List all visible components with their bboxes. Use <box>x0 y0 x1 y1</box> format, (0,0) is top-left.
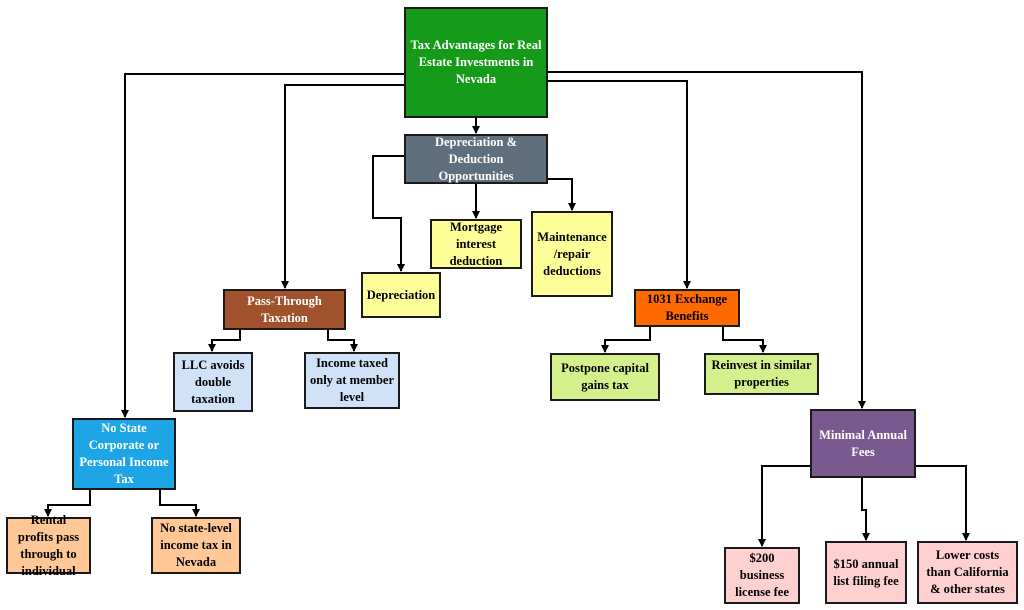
income-member-node: Income taxed only at member level <box>304 352 400 409</box>
annual-fees-label: Minimal Annual Fees <box>819 427 907 459</box>
reinvest-label: Reinvest in similar properties <box>711 358 812 389</box>
income-member-label: Income taxed only at member level <box>310 356 395 404</box>
edge-root-pass-through <box>281 84 404 289</box>
root-node: Tax Advantages for Real Estate Investmen… <box>404 7 548 118</box>
postpone-gains-node: Postpone capital gains tax <box>550 353 660 401</box>
llc-avoids-label: LLC avoids double taxation <box>181 357 245 406</box>
business-license-node: $200 business license fee <box>724 547 800 604</box>
edge-dd-depreciation <box>372 155 405 272</box>
edge-dd-maintenance <box>548 178 576 211</box>
edge-pt-income <box>327 330 358 352</box>
postpone-gains-label: Postpone capital gains tax <box>561 361 649 392</box>
edge-1031-postpone <box>601 327 651 353</box>
pass-through-node: Pass-Through Taxation <box>223 289 346 330</box>
no-state-tax-label: No State Corporate or Personal Income Ta… <box>79 421 169 486</box>
depreciation-deduction-label: Depreciation & Deduction Opportunities <box>434 134 518 183</box>
edge-root-annual-fees <box>548 71 866 409</box>
edge-nst-rental <box>44 490 91 517</box>
business-license-label: $200 business license fee <box>735 551 789 599</box>
edge-pt-llc <box>208 330 241 352</box>
rental-profits-label: Rental profits pass through to individua… <box>17 512 80 578</box>
llc-avoids-node: LLC avoids double taxation <box>173 352 253 412</box>
lower-costs-label: Lower costs than California & other stat… <box>926 548 1009 596</box>
root-node-label: Tax Advantages for Real Estate Investmen… <box>410 38 542 86</box>
no-state-tax-node: No State Corporate or Personal Income Ta… <box>72 418 176 490</box>
edge-root-no-state-tax <box>121 73 404 418</box>
mortgage-interest-node: Mortgage interest deduction <box>430 219 522 269</box>
maintenance-repair-node: Maintenance /repair deductions <box>531 211 613 297</box>
no-state-level-label: No state-level income tax in Nevada <box>160 521 232 569</box>
pass-through-label: Pass-Through Taxation <box>247 293 322 325</box>
annual-list-node: $150 annual list filing fee <box>825 541 907 604</box>
exchange-1031-node: 1031 Exchange Benefits <box>634 289 740 327</box>
lower-costs-node: Lower costs than California & other stat… <box>917 541 1018 604</box>
edge-1031-reinvest <box>722 327 767 353</box>
depreciation-deduction-node: Depreciation & Deduction Opportunities <box>404 134 548 184</box>
annual-list-label: $150 annual list filing fee <box>833 556 899 588</box>
mortgage-interest-label: Mortgage interest deduction <box>449 219 503 268</box>
edge-fees-business <box>758 465 810 547</box>
edge-fees-annual <box>861 478 870 541</box>
depreciation-node: Depreciation <box>361 272 441 318</box>
depreciation-label: Depreciation <box>366 287 436 302</box>
edge-fees-lower <box>916 465 970 541</box>
reinvest-node: Reinvest in similar properties <box>704 353 819 395</box>
maintenance-repair-label: Maintenance /repair deductions <box>537 229 607 278</box>
edge-nst-nostate <box>159 490 200 517</box>
rental-profits-node: Rental profits pass through to individua… <box>6 513 91 578</box>
no-state-level-node: No state-level income tax in Nevada <box>151 517 241 574</box>
exchange-1031-label: 1031 Exchange Benefits <box>646 292 728 323</box>
annual-fees-node: Minimal Annual Fees <box>810 409 916 478</box>
edge-root-1031-exchange <box>548 80 691 289</box>
